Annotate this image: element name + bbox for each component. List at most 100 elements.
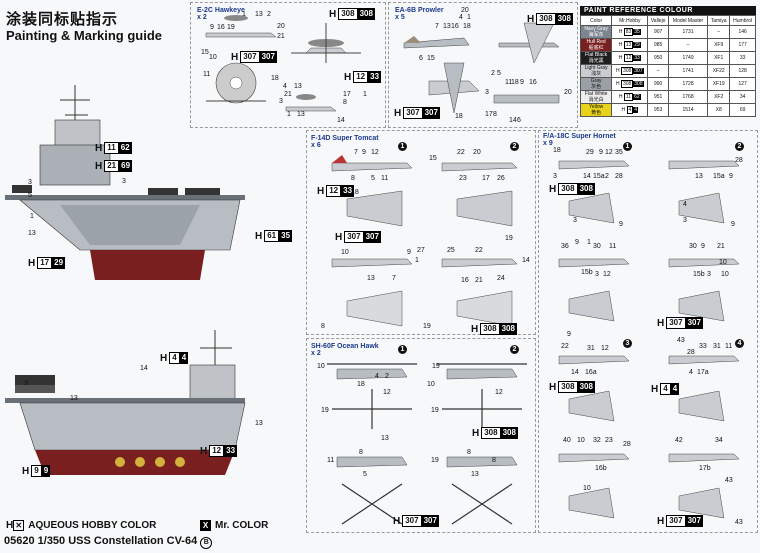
- callout: 20: [564, 89, 572, 96]
- humbrol-code: 127: [729, 77, 756, 91]
- vallejo-code: 953: [647, 103, 670, 117]
- hornet-qty: x 9: [543, 140, 553, 147]
- callout: 3: [28, 179, 32, 186]
- callout: 16: [461, 277, 469, 284]
- table-header: Tamiya: [707, 15, 731, 26]
- callout: 8: [467, 449, 471, 456]
- seahawk-drawings: [327, 363, 527, 525]
- callout: 4: [683, 201, 687, 208]
- callout: 19: [432, 363, 440, 370]
- callout: 34: [715, 437, 723, 444]
- callout: 15a: [713, 173, 725, 180]
- callout: 10: [341, 249, 349, 256]
- hobby-code-aqueous: 11: [623, 93, 634, 101]
- hobby-code-aqueous: 83: [623, 28, 634, 36]
- callout: 25: [447, 247, 455, 254]
- callout: 16: [451, 23, 459, 30]
- ship-port-drawing: [5, 330, 246, 475]
- table-header: Model Master: [668, 15, 709, 26]
- callout: 2: [491, 70, 495, 77]
- callout: 8: [321, 323, 325, 330]
- callout: 18: [511, 79, 519, 86]
- callout: 13: [255, 11, 263, 18]
- callout: 13: [297, 111, 305, 118]
- callout: 18: [351, 189, 359, 196]
- hobby-code-aqueous: 308: [620, 67, 634, 75]
- callout: 32: [593, 437, 601, 444]
- callout: 13: [471, 471, 479, 478]
- hobby-code-mrcolor: 308: [633, 81, 644, 87]
- callout: 3: [122, 178, 126, 185]
- callout: 42: [675, 437, 683, 444]
- model-master-code: 1728: [668, 77, 709, 91]
- hobby-prefix: H: [618, 29, 624, 35]
- callout: 20: [461, 7, 469, 14]
- model-master-code: 1749: [668, 51, 709, 65]
- callout: 14: [522, 257, 530, 264]
- step-marker-icon: B: [200, 537, 213, 549]
- hobby-prefix: H: [615, 68, 621, 74]
- callout: 11: [381, 175, 389, 182]
- callout: 8: [493, 111, 497, 118]
- variant-1-marker: 1: [398, 142, 407, 151]
- callout: 3: [485, 89, 489, 96]
- callout: 43: [677, 337, 685, 344]
- callout: 2: [605, 173, 609, 180]
- variant-1-marker: 1: [398, 345, 407, 354]
- callout: 15: [201, 49, 209, 56]
- hobby-code-mrcolor: 62: [633, 94, 641, 100]
- humbrol-code: 69: [729, 103, 756, 117]
- color-name-cn: 船底红: [588, 45, 604, 51]
- callout: 35: [615, 149, 623, 156]
- callout: 13: [695, 173, 703, 180]
- callout: 5: [371, 175, 375, 182]
- callout: 12: [495, 389, 503, 396]
- callout: 21: [717, 243, 725, 250]
- table-header: Color: [579, 15, 613, 26]
- legend-aqueous: H✕AQUEOUS HOBBY COLOR: [6, 520, 156, 531]
- variant-2-marker: 2: [510, 142, 519, 151]
- callout: 19: [431, 407, 439, 414]
- callout: 43: [725, 477, 733, 484]
- aqueous-h-label: H: [6, 520, 14, 532]
- callout: 26: [497, 175, 505, 182]
- callout: 5: [28, 192, 32, 199]
- model-master-code: 1741: [668, 64, 709, 78]
- ship-starboard-drawing: [5, 85, 245, 280]
- callout: 30: [689, 243, 697, 250]
- callout: 9: [567, 331, 571, 338]
- table-header: Humbrol: [729, 15, 756, 26]
- variant-3-marker: 3: [623, 339, 632, 348]
- callout: 2: [385, 373, 389, 380]
- callout: 18: [357, 381, 365, 388]
- hornet-title: F/A-18C Super Hornet: [543, 133, 616, 140]
- callout: 7: [354, 149, 358, 156]
- callout: 27: [417, 247, 425, 254]
- callout: 23: [605, 437, 613, 444]
- callout: 12: [383, 389, 391, 396]
- mrcolor-box-icon: X: [200, 520, 211, 531]
- callout: 7: [392, 275, 396, 282]
- callout: 6: [419, 55, 423, 62]
- callout: 9: [407, 249, 411, 256]
- hobby-prefix: H: [615, 81, 621, 87]
- callout: 9: [731, 221, 735, 228]
- callout: 1: [363, 91, 367, 98]
- callout: 13: [255, 420, 263, 427]
- hobby-prefix: H: [618, 55, 624, 61]
- aqueous-box-icon: ✕: [13, 520, 25, 531]
- callout: 9: [619, 221, 623, 228]
- tamiya-code: XF19: [707, 77, 731, 91]
- callout: 31: [587, 345, 595, 352]
